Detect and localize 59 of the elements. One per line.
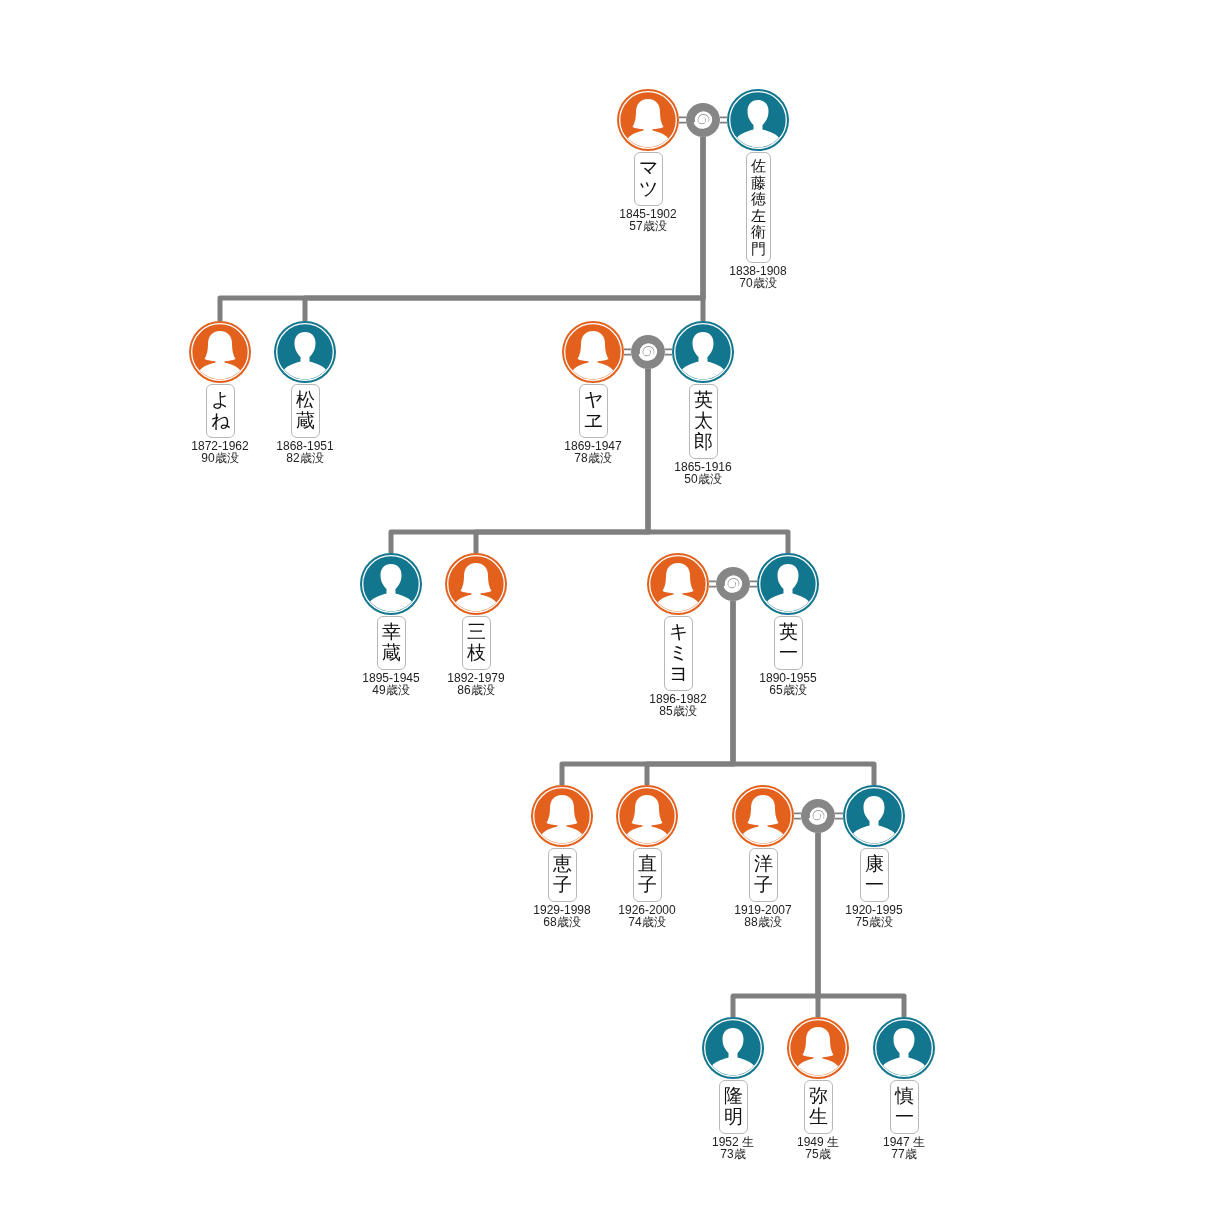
life-years-text: 1865-1916 — [674, 460, 732, 473]
spiral-knot-icon — [716, 567, 750, 601]
life-years-text: 1845-1902 — [619, 207, 677, 220]
age-text: 49歳没 — [372, 683, 410, 696]
life-years-text: 1895-1945 — [362, 671, 420, 684]
name-tag: 慎一 — [889, 1080, 919, 1134]
age-text: 78歳没 — [574, 451, 612, 464]
name-tag: 佐藤徳左衛門 — [745, 152, 771, 263]
age-text: 68歳没 — [543, 915, 581, 928]
name-tag: 英太郎 — [688, 384, 718, 459]
life-years-text: 1919-2007 — [734, 903, 792, 916]
age-text: 74歳没 — [628, 915, 666, 928]
life-years-text: 1947 生 — [883, 1135, 925, 1148]
life-years-text: 1890-1955 — [759, 671, 817, 684]
name-tag: 洋子 — [748, 848, 778, 902]
life-years-text: 1952 生 — [712, 1135, 754, 1148]
age-text: 90歳没 — [201, 451, 239, 464]
spiral-knot-icon — [631, 335, 665, 369]
age-text: 82歳没 — [286, 451, 324, 464]
family-tree-line — [700, 137, 706, 321]
age-text: 85歳没 — [659, 704, 697, 717]
spiral-knot-icon — [801, 799, 835, 833]
name-tag: 松蔵 — [290, 384, 320, 438]
name-tag: キミヨ — [663, 616, 693, 691]
family-tree-line — [815, 833, 907, 1017]
life-years-text: 1868-1951 — [276, 439, 334, 452]
age-text: 75歳 — [805, 1147, 831, 1160]
life-years-text: 1872-1962 — [191, 439, 249, 452]
life-years-text: 1838-1908 — [729, 265, 787, 277]
name-tag: よね — [205, 384, 235, 438]
name-tag: 直子 — [632, 848, 662, 902]
life-years-text: 1929-1998 — [533, 903, 591, 916]
spiral-knot-icon — [686, 103, 720, 137]
name-tag: 康一 — [859, 848, 889, 902]
age-text: 50歳没 — [684, 472, 722, 485]
age-text: 88歳没 — [744, 915, 782, 928]
name-tag: 英一 — [773, 616, 803, 670]
age-text: 73歳 — [720, 1147, 746, 1160]
name-tag: 隆明 — [718, 1080, 748, 1134]
age-text: 70歳没 — [739, 277, 777, 289]
name-tag: 恵子 — [547, 848, 577, 902]
life-years-text: 1896-1982 — [649, 692, 707, 705]
family-tree-line — [645, 369, 791, 553]
age-text: 75歳没 — [855, 915, 893, 928]
life-years-text: 1926-2000 — [618, 903, 676, 916]
name-tag: ヤヱ — [578, 384, 608, 438]
name-tag: 幸蔵 — [376, 616, 406, 670]
name-tag: 弥生 — [803, 1080, 833, 1134]
name-tag: 三枝 — [461, 616, 491, 670]
life-years-text: 1869-1947 — [564, 439, 622, 452]
age-text: 65歳没 — [769, 683, 807, 696]
name-tag: マツ — [633, 152, 663, 206]
life-years-text: 1892-1979 — [447, 671, 505, 684]
family-tree-line — [730, 601, 877, 785]
age-text: 57歳没 — [629, 219, 667, 232]
life-years-text: 1920-1995 — [845, 903, 903, 916]
age-text: 86歳没 — [457, 683, 495, 696]
life-years-text: 1949 生 — [797, 1135, 839, 1148]
age-text: 77歳 — [891, 1147, 917, 1160]
